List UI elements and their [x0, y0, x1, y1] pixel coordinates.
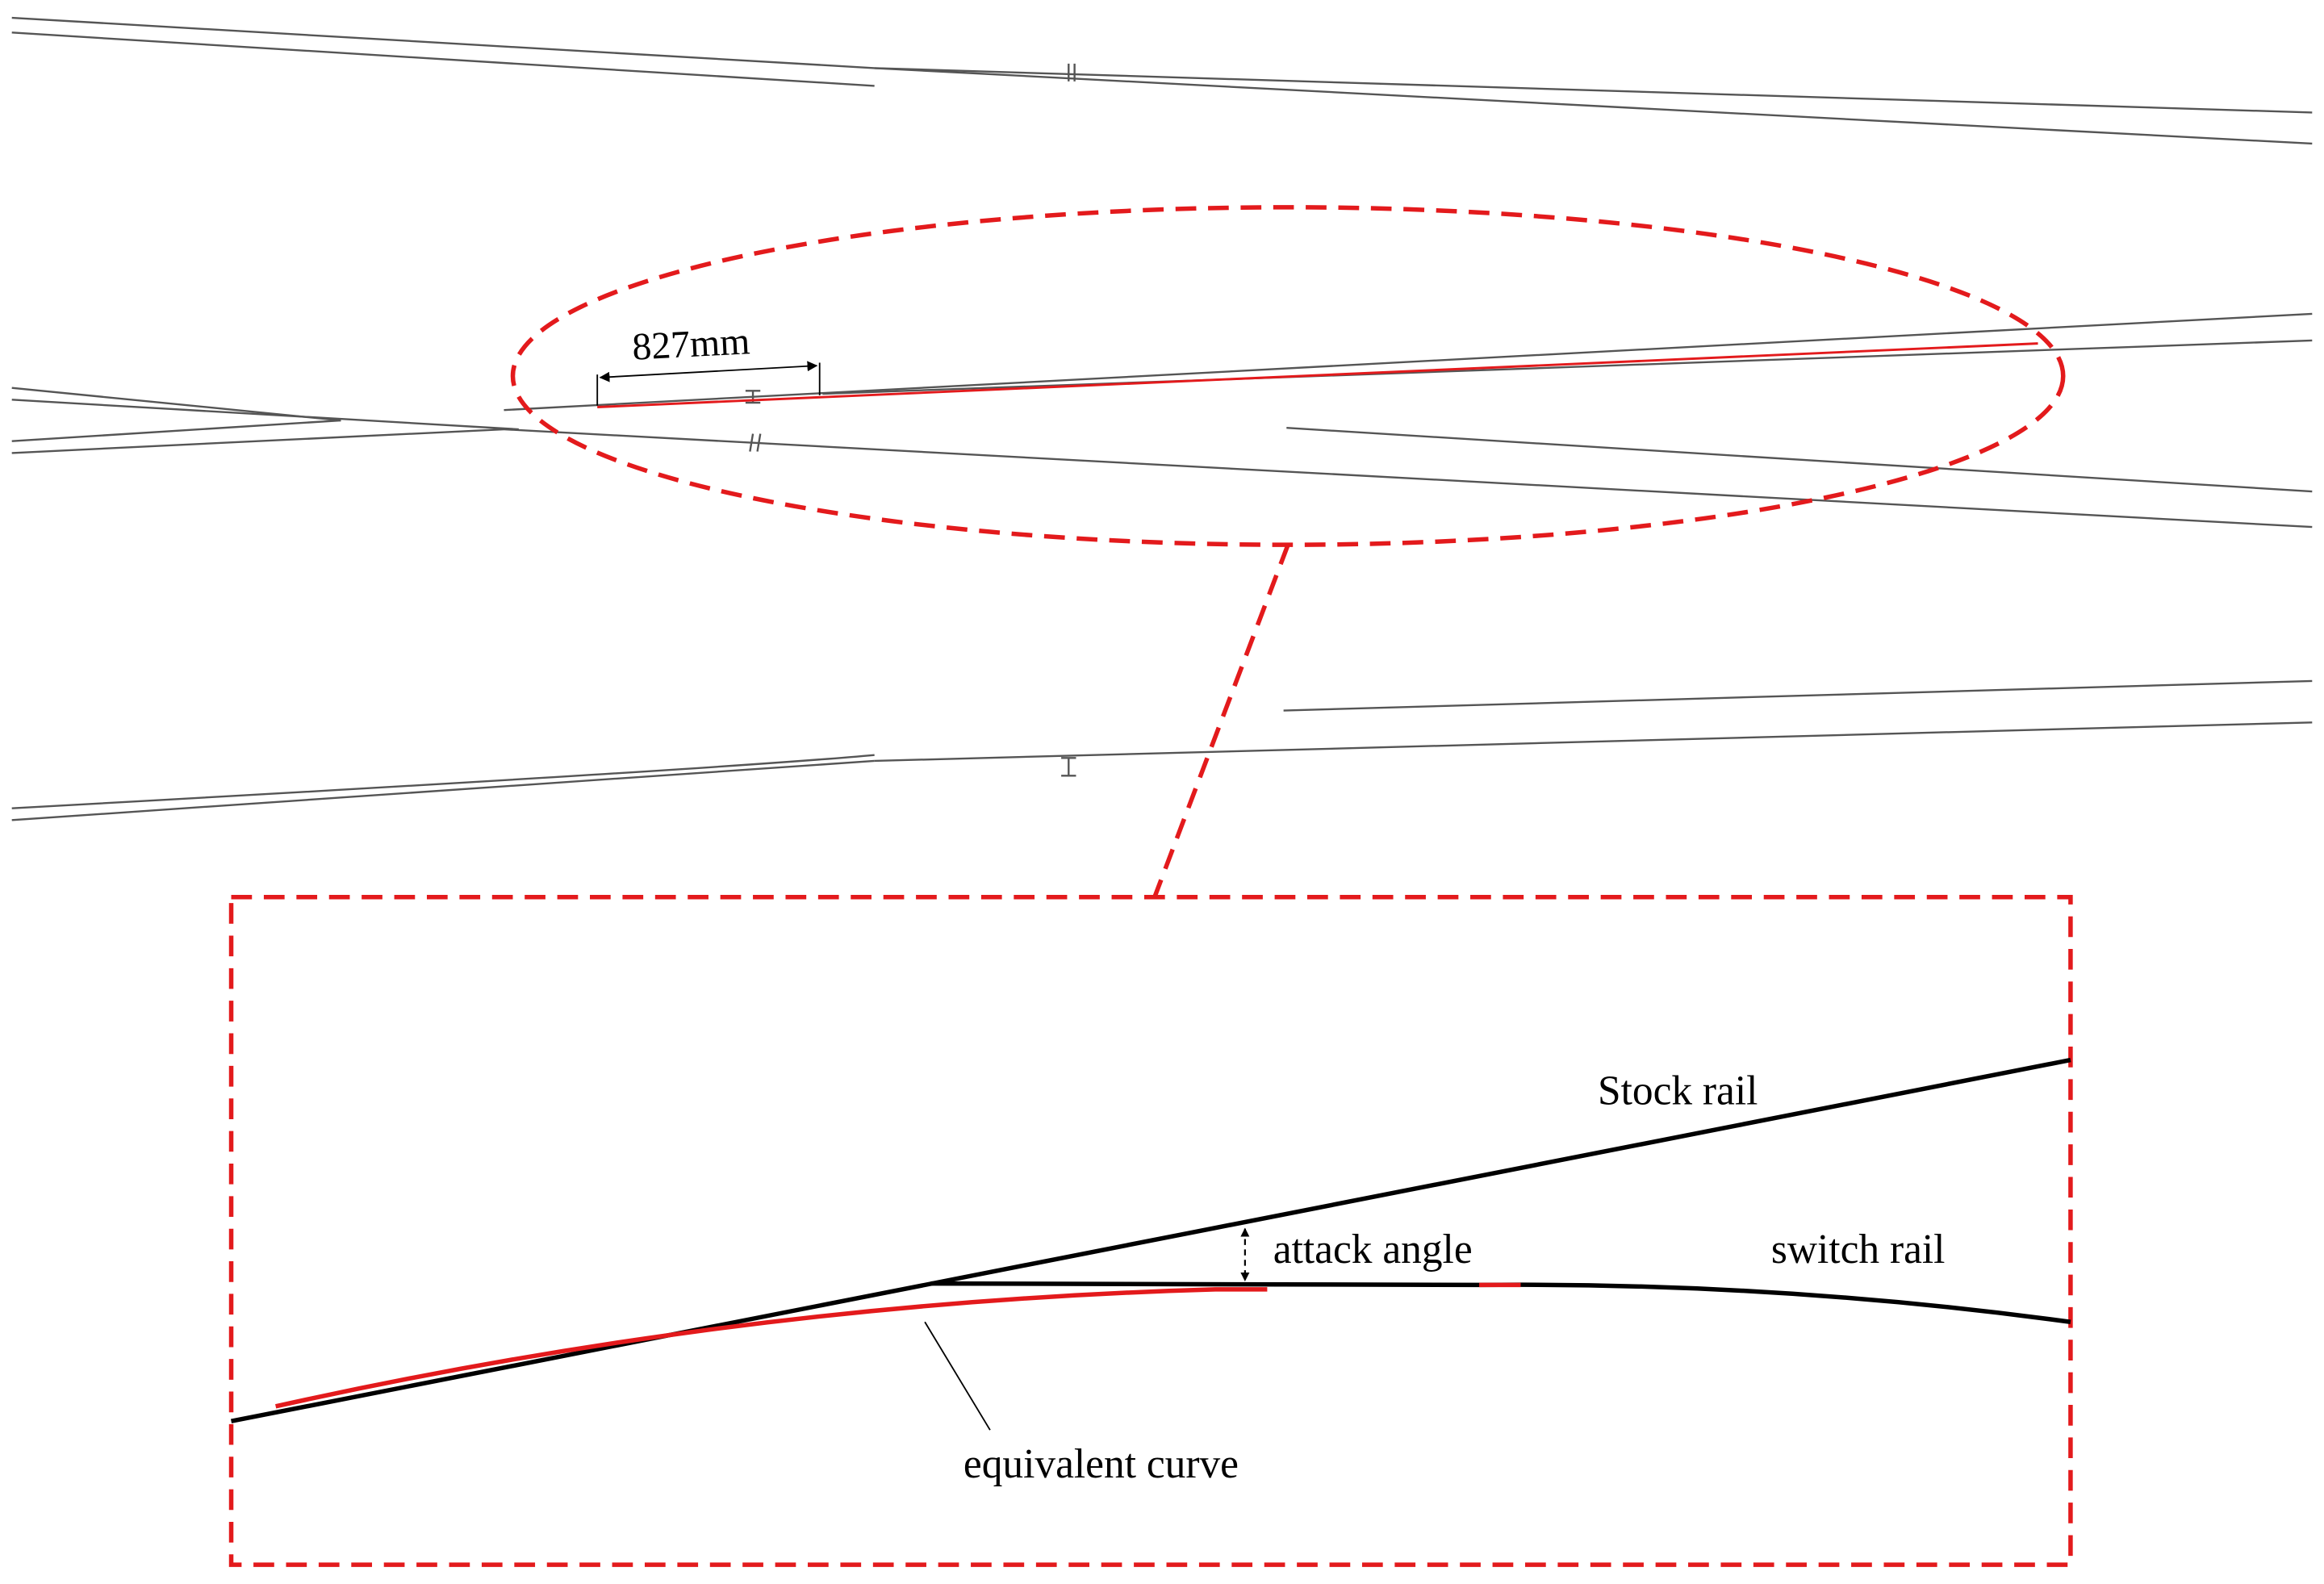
- stock-rail-upper: [504, 312, 2313, 412]
- highlighted-switch-rail: [597, 342, 2038, 408]
- mid-rail-left-d: [11, 428, 504, 454]
- attack-angle-label: attack angle: [1273, 1227, 1473, 1273]
- switch-rail-label: switch rail: [1771, 1227, 1946, 1273]
- straight-rail-lower: [504, 428, 2313, 529]
- bottom-rail-left-b: [11, 759, 875, 821]
- dimension-827mm: [596, 361, 821, 406]
- stock-rail-label: Stock rail: [1598, 1068, 1758, 1114]
- stock-rail-line: [230, 1057, 2071, 1423]
- mid-rail-left-b: [11, 399, 519, 431]
- zoom-connector: [1152, 544, 1290, 898]
- top-rail-lower: [11, 31, 875, 87]
- equivalent-curve-line: [275, 1287, 1268, 1409]
- dimension-line: [599, 361, 818, 382]
- top-rail-upper: [11, 16, 2313, 114]
- detail-geometry: [230, 1057, 2071, 1431]
- equivalent-curve-label: equivalent curve: [963, 1441, 1239, 1487]
- bottom-rail-right: [1283, 679, 2313, 712]
- equivalent-curve-leader: [924, 1321, 991, 1431]
- joint-mark-3: [1061, 757, 1076, 777]
- switch-rail-right: [1286, 427, 2313, 493]
- detail-box: [228, 895, 2073, 1567]
- top-rail-long: [874, 67, 2313, 145]
- track-layout: [11, 16, 2313, 821]
- bottom-rail-left-a: [11, 754, 875, 809]
- stock-rail-upper-2: [822, 339, 2313, 395]
- mid-rail-left-c: [11, 419, 341, 442]
- switch-rail-line: [930, 1281, 2071, 1325]
- rail-joint-mark: [1068, 63, 1076, 81]
- bottom-rail-long: [874, 721, 2313, 763]
- dimension-label: 827mm: [631, 320, 750, 369]
- joint-mark-2: [749, 433, 762, 452]
